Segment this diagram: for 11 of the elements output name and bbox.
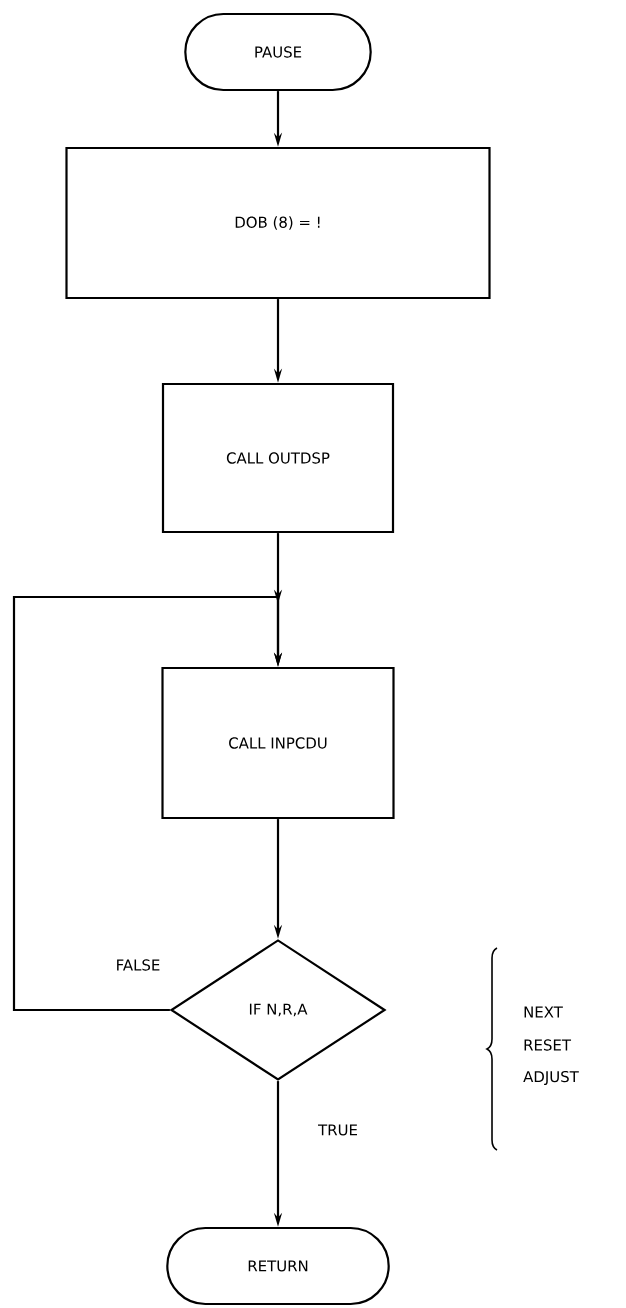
edge-label: TRUE — [317, 1123, 359, 1137]
note-text: ADJUST — [523, 1070, 579, 1086]
terminal-box: PAUSE — [184, 12, 372, 92]
process-box: DOB (8) = ! — [65, 146, 491, 300]
terminal-box: RETURN — [166, 1226, 390, 1306]
arrow — [12, 589, 283, 1012]
note-text: RESET — [524, 1039, 572, 1051]
process-box: CALL INPCDU — [161, 666, 395, 820]
note-text: NEXT — [524, 1006, 563, 1018]
process-box: CALL OUTDSP — [161, 382, 395, 534]
edge-label: FALSE — [114, 958, 162, 972]
